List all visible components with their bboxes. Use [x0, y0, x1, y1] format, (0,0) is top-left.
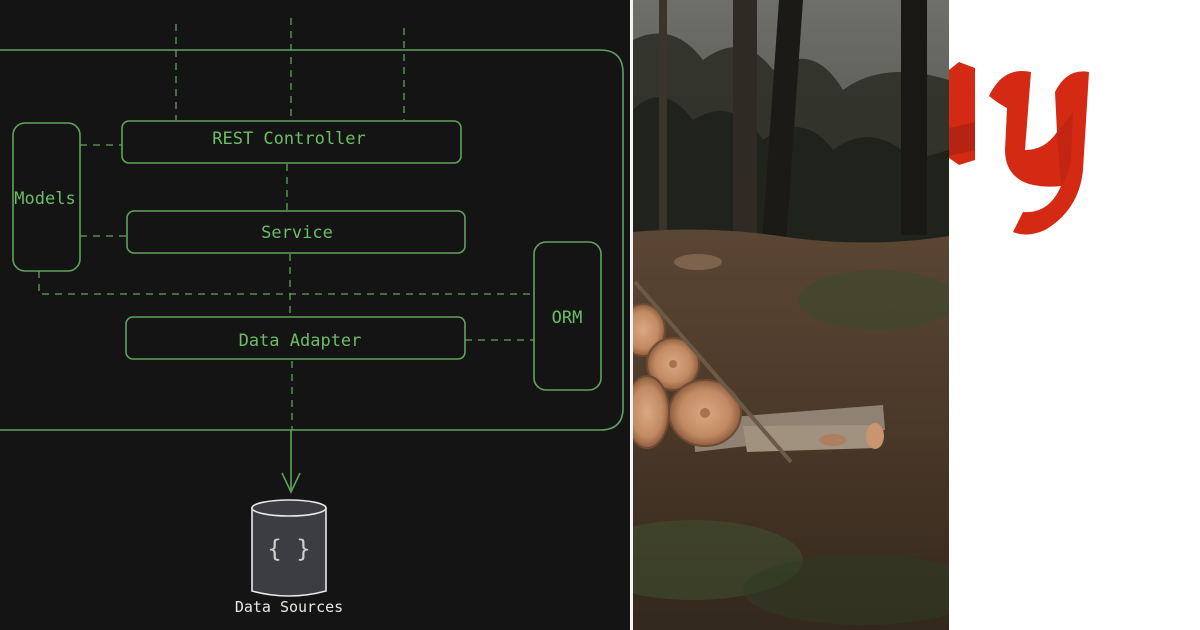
- data-sources-label: Data Sources: [235, 598, 343, 616]
- architecture-diagram: REST Controller Service Data Adapter Mod…: [0, 0, 630, 630]
- models-box: Models: [12, 122, 81, 272]
- json-braces-icon: { }: [267, 535, 310, 563]
- layer-flow-lines: [286, 164, 293, 430]
- orm-label: ORM: [552, 308, 583, 328]
- service-box: Service: [126, 210, 466, 254]
- red-blackletter-logo-icon: [949, 62, 1089, 235]
- database-icon: { }: [251, 499, 327, 597]
- incoming-request-lines: [175, 18, 405, 120]
- diagram-canvas: REST Controller Service Data Adapter Mod…: [0, 18, 624, 616]
- rest-controller-box: REST Controller: [121, 120, 462, 164]
- arrow-down-icon: [281, 430, 301, 494]
- panel-divider: [630, 0, 633, 630]
- application-boundary: [0, 49, 624, 431]
- felled-logs-photo: [633, 0, 949, 630]
- forest-scene: [633, 0, 949, 630]
- logo-fragment: [949, 0, 1200, 630]
- models-label: Models: [14, 189, 75, 209]
- rest-controller-label: REST Controller: [212, 129, 366, 149]
- data-adapter-box: Data Adapter: [125, 316, 466, 360]
- data-adapter-label: Data Adapter: [239, 331, 362, 351]
- model-connector-lines: [38, 144, 534, 341]
- service-label: Service: [261, 223, 333, 243]
- orm-box: ORM: [533, 241, 602, 391]
